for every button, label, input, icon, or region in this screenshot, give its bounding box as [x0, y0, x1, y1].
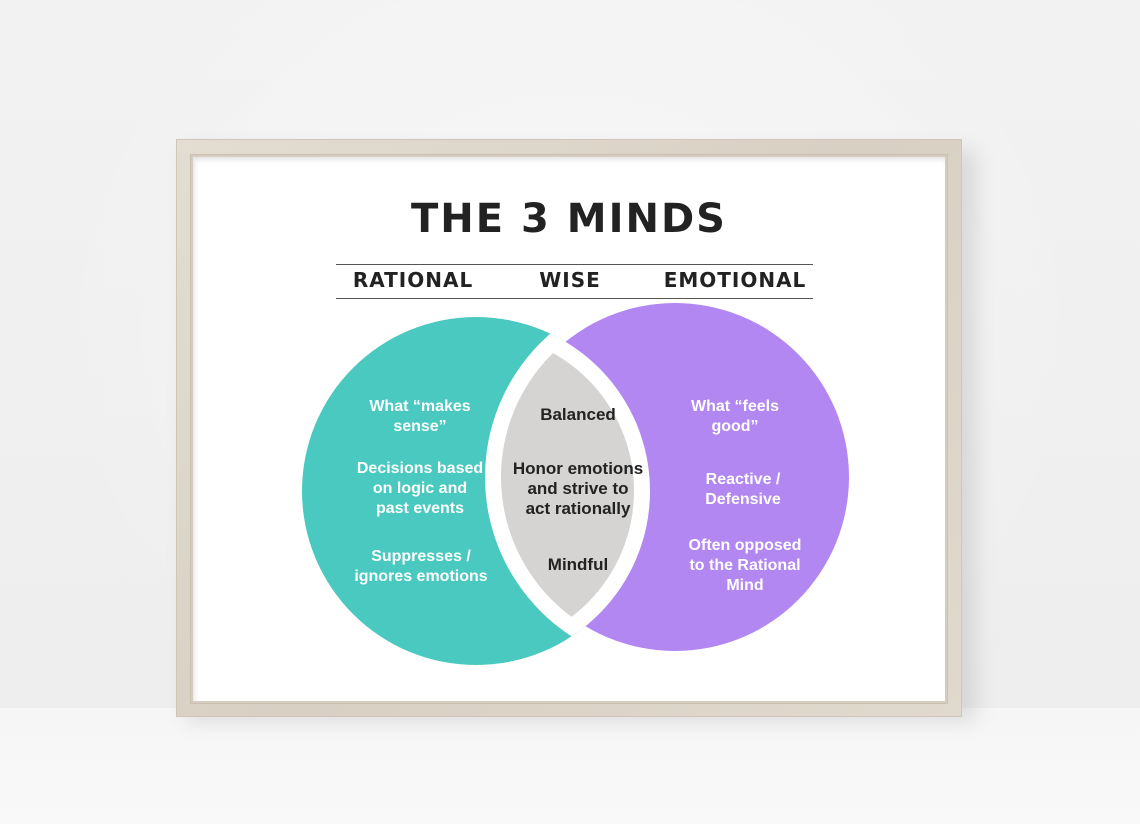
wise-item-mindful: Mindful: [547, 555, 609, 574]
emotional-item-feels-good: What “feels good”: [690, 398, 779, 435]
rational-item-suppresses: Suppresses / ignores emotions: [354, 548, 488, 585]
header-rule-bottom: [336, 298, 813, 299]
wise-overlap: [501, 333, 634, 649]
rational-item-decisions: Decisions based on logic and past events: [356, 460, 484, 517]
rational-item-makes-sense: What “makes sense”: [369, 398, 471, 435]
column-label-rational: RATIONAL: [352, 268, 474, 292]
column-label-wise: WISE: [539, 268, 601, 292]
column-label-emotional: EMOTIONAL: [663, 268, 807, 292]
header-rule-top: [336, 264, 813, 265]
poster-title: THE 3 MINDS: [411, 196, 727, 242]
wise-item-honor-emotions: Honor emotions and strive to act rationa…: [512, 459, 644, 518]
emotional-item-opposed: Often opposed to the Rational Mind: [688, 537, 802, 594]
shelf-surface: [0, 708, 1140, 824]
wise-item-balanced: Balanced: [540, 405, 616, 424]
emotional-item-reactive: Reactive / Defensive: [705, 471, 781, 508]
